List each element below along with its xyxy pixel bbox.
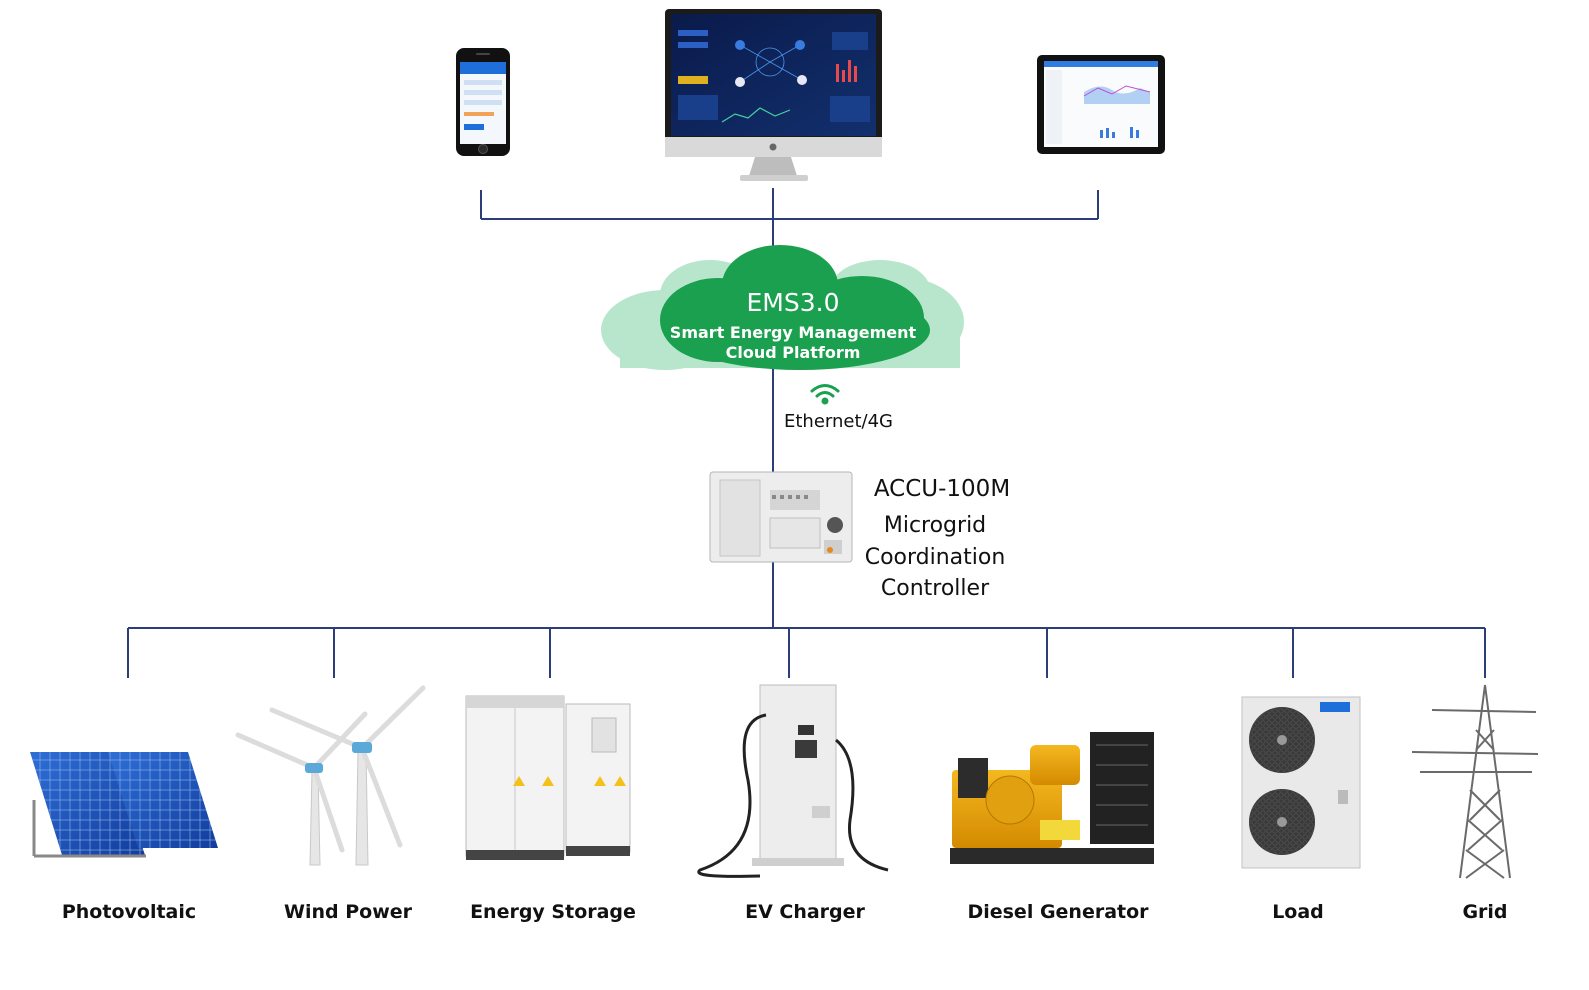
controller-model: ACCU-100M [873,476,1011,502]
solar-panel-icon [30,752,218,858]
tablet-icon [1037,55,1165,154]
device-label-diesel-generator: Diesel Generator [967,901,1149,923]
wifi-icon [810,384,840,405]
controller-desc-line1: Microgrid [883,513,987,538]
connection-label: Ethernet/4G [784,411,894,432]
device-label-grid: Grid [1462,901,1508,923]
wind-turbine-icon [235,685,426,866]
controller-desc-line2: Coordination [864,545,1006,570]
device-label-energy-storage: Energy Storage [470,901,636,923]
device-label-ev-charger: EV Charger [745,901,865,923]
cloud-title: EMS3.0 [746,288,840,317]
connector-lines [127,188,1486,678]
controller-device-icon [709,471,853,563]
cloud-subtitle-line1: Smart Energy Management [669,323,917,342]
cloud-subtitle-line2: Cloud Platform [725,343,861,362]
transmission-tower-icon [1411,684,1539,879]
device-label-wind-power: Wind Power [284,901,412,923]
device-label-photovoltaic: Photovoltaic [61,901,197,923]
ev-charger-icon [697,684,889,878]
smartphone-icon [456,48,510,156]
cloud-shape [601,245,964,370]
device-label-load: Load [1272,901,1324,923]
generator-icon [950,732,1154,864]
hvac-unit-icon [1241,696,1361,869]
battery-cabinet-icon [465,695,631,860]
monitor-icon [665,9,882,181]
controller-desc-line3: Controller [880,576,990,601]
